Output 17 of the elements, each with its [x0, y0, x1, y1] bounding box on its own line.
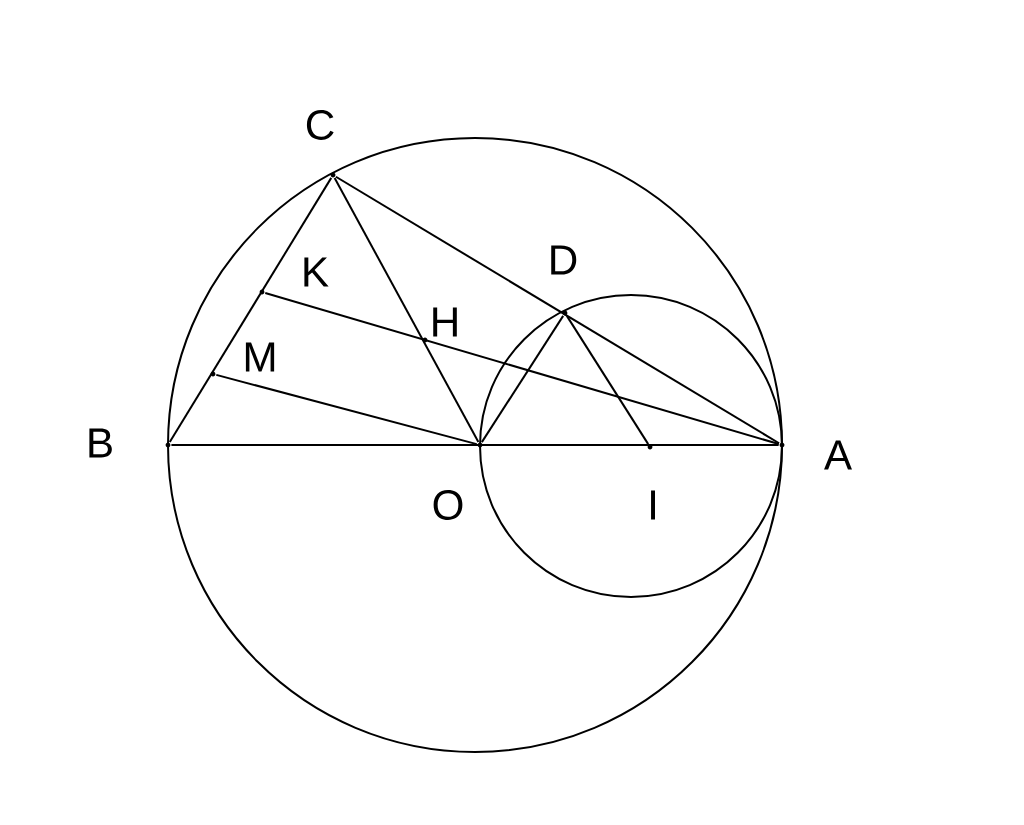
point-label: H [422, 307, 457, 343]
point-label: K [259, 257, 329, 295]
point-label: O [433, 442, 483, 520]
line-segment [333, 177, 480, 443]
line-segment [170, 444, 780, 446]
point-label: M [210, 342, 275, 377]
line-segment [480, 314, 565, 444]
point-label: B [89, 428, 171, 458]
point-label: C [306, 110, 336, 178]
point-label: I [647, 444, 655, 520]
point-label: D [551, 245, 577, 316]
point-label: A [779, 440, 852, 470]
line-segment [168, 176, 333, 444]
line-segment [264, 291, 780, 446]
line-segment [334, 175, 781, 445]
line-segment [215, 373, 478, 446]
line-segment [565, 314, 650, 446]
